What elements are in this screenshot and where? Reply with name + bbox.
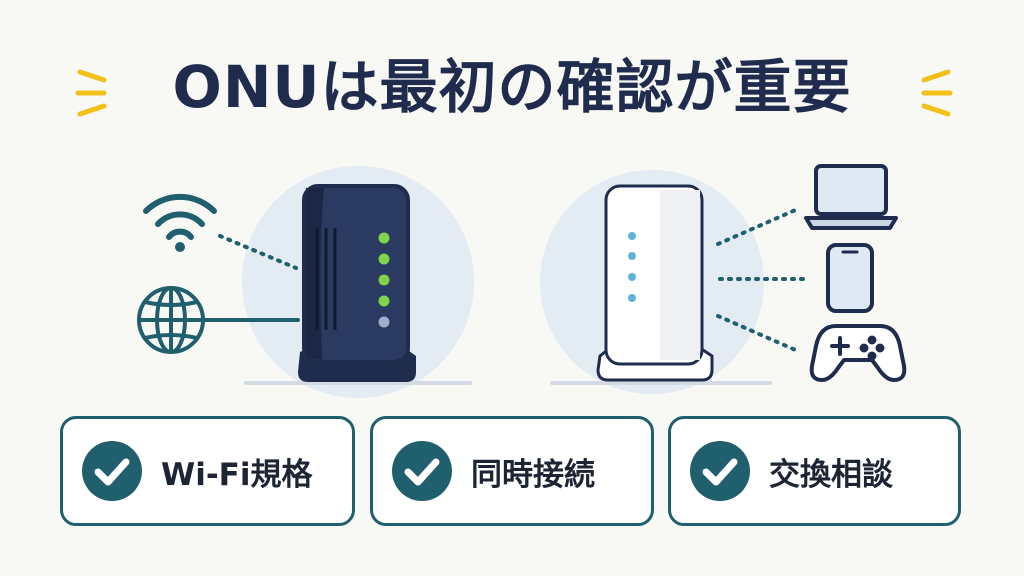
router-led-2 [628,252,636,260]
router-led-3 [628,273,636,281]
check-label-exchange-consultation: 交換相談 [769,456,893,493]
check-label-simultaneous-connection: 同時接続 [471,456,595,493]
check-circle-icon [82,441,142,501]
gamepad-icon [809,324,907,382]
laptop-dotted-link [716,206,802,246]
page-title: ONUは最初の確認が重要 [172,53,852,121]
sparkle-left-icon [75,69,107,117]
check-circle-icon [690,441,750,501]
smartphone-icon [826,243,874,313]
onu-led-1 [378,232,390,244]
onu-led-4 [378,295,390,307]
check-card-wifi-standard: Wi-Fi規格 [60,416,355,526]
laptop-icon [804,164,898,230]
globe-icon [137,286,205,354]
check-card-simultaneous-connection: 同時接続 [370,416,654,526]
wifi-icon [143,193,217,252]
gamepad-dotted-link [716,314,802,354]
onu-led-3 [378,274,390,286]
onu-device [298,184,416,382]
check-label-wifi-standard: Wi-Fi規格 [161,456,313,493]
check-card-exchange-consultation: 交換相談 [668,416,961,526]
check-circle-icon [392,441,452,501]
router-led-4 [628,294,636,302]
router-led-1 [628,232,636,240]
onu-led-5 [378,316,390,328]
router-device [596,184,714,382]
sparkle-right-icon [921,69,953,117]
onu-led-2 [378,253,390,265]
